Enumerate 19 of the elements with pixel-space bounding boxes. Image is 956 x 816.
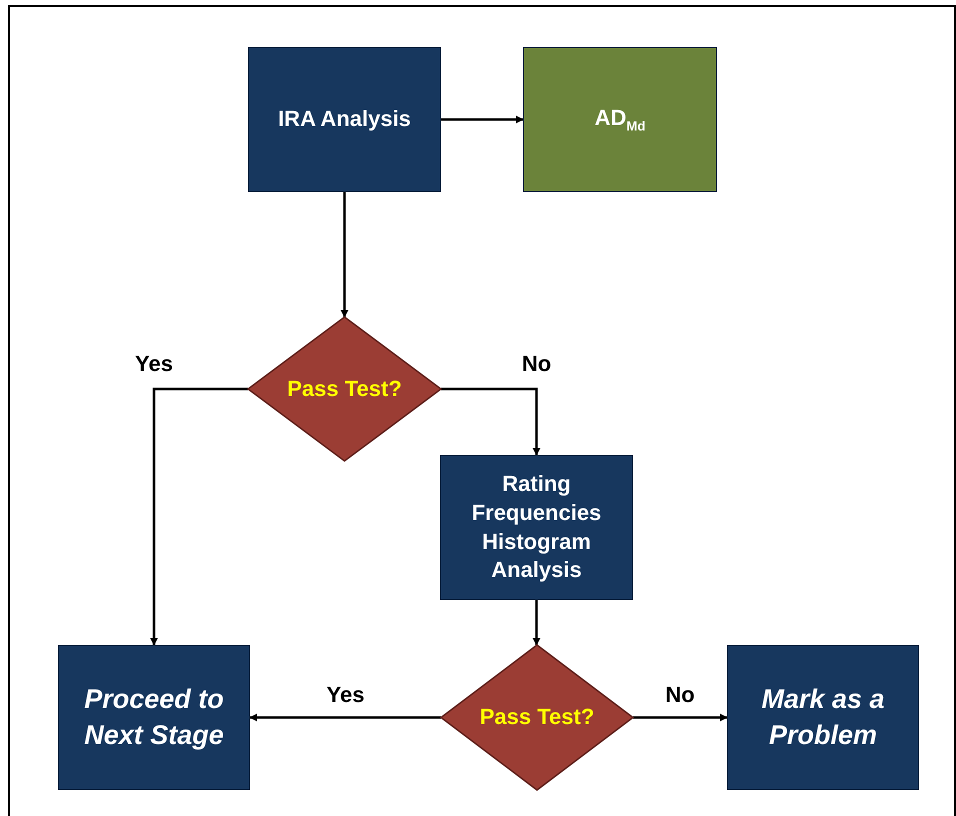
decision-label: Pass Test? (287, 374, 402, 403)
arrow (441, 116, 524, 124)
box-label: AD$_{Md}$ (594, 104, 646, 135)
box-label: Mark as a Problem (760, 683, 886, 752)
process-box (440, 455, 633, 600)
decision-label: Pass Test? (480, 703, 594, 732)
arrow (340, 192, 348, 318)
box-label: IRA Analysis (278, 105, 411, 134)
process-box (248, 47, 441, 192)
arrow (532, 600, 540, 646)
arrow (633, 714, 728, 722)
arrow (441, 388, 540, 456)
process-box (58, 645, 250, 790)
arrow (249, 714, 441, 722)
process-box (727, 645, 919, 790)
arrow (150, 388, 248, 646)
box-label: Proceed to Next Stage (83, 683, 225, 752)
process-box (523, 47, 717, 192)
box-label: Rating Frequencies Histogram Analysis (470, 470, 602, 584)
